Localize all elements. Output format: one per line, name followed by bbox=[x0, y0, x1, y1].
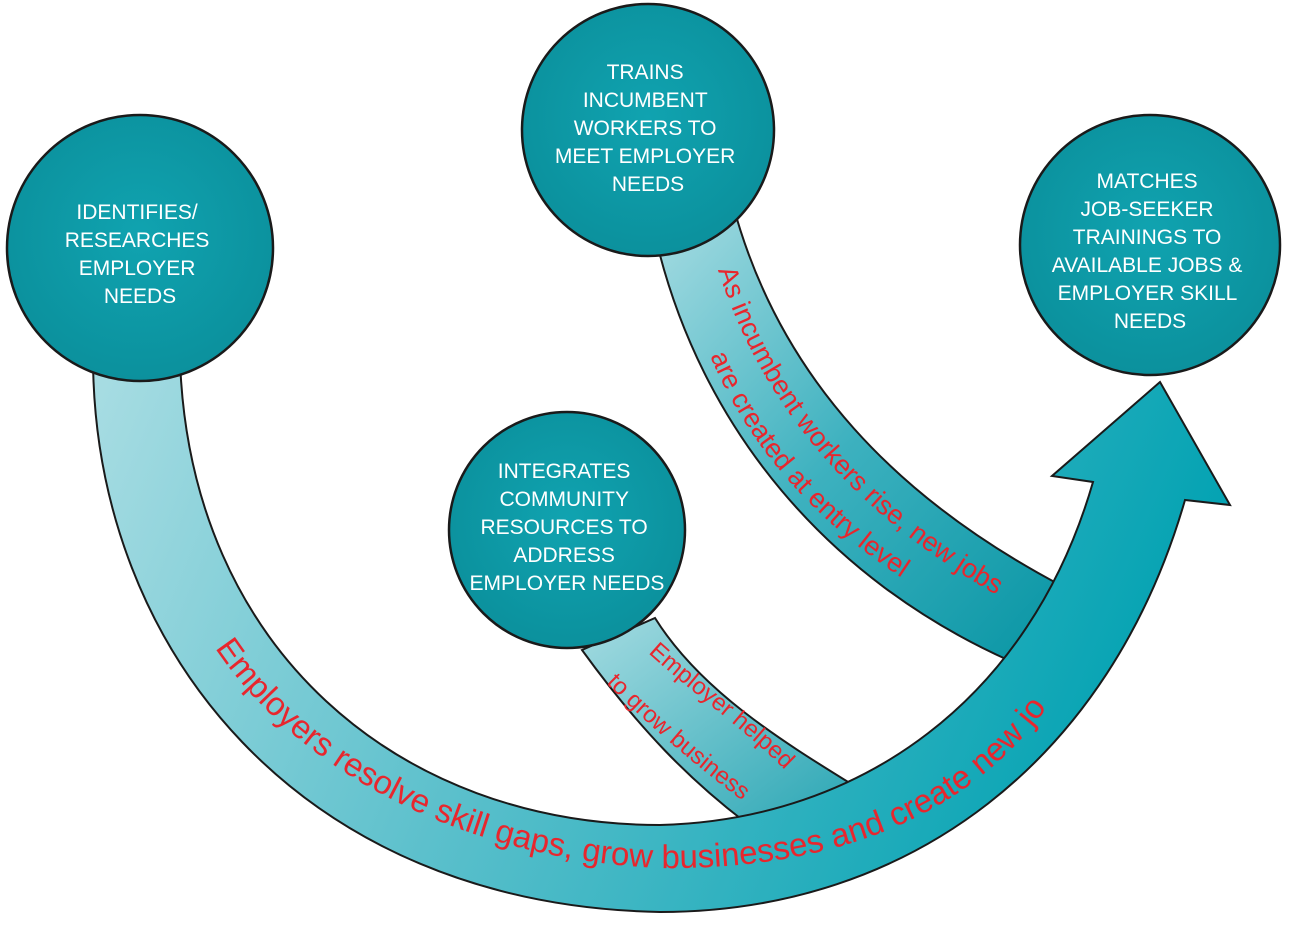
node-trains-line-5: NEEDS bbox=[612, 173, 684, 196]
node-matches-line-4: AVAILABLE JOBS & bbox=[1052, 254, 1243, 277]
node-matches-job-seeker: MATCHES JOB-SEEKER TRAININGS TO AVAILABL… bbox=[1018, 113, 1282, 377]
node-identifies-text: IDENTIFIES/ RESEARCHES EMPLOYER NEEDS bbox=[65, 201, 216, 308]
node-trains-line-4: MEET EMPLOYER bbox=[555, 145, 736, 168]
node-integrates-line-3: RESOURCES TO bbox=[480, 516, 647, 539]
node-identifies-line-2: RESEARCHES bbox=[65, 229, 210, 252]
node-identifies-line-4: NEEDS bbox=[104, 285, 176, 308]
node-matches-text: MATCHES JOB-SEEKER TRAININGS TO AVAILABL… bbox=[1052, 170, 1248, 333]
node-trains-line-1: TRAINS bbox=[607, 61, 684, 84]
node-integrates-line-2: COMMUNITY bbox=[500, 488, 629, 511]
employer-flow-band bbox=[580, 616, 856, 824]
node-matches-line-1: MATCHES bbox=[1097, 170, 1198, 193]
node-trains-line-3: WORKERS TO bbox=[574, 117, 717, 140]
main-flow-arrow bbox=[91, 359, 1232, 914]
node-integrates-line-5: EMPLOYER NEEDS bbox=[470, 572, 665, 595]
node-integrates-line-4: ADDRESS bbox=[513, 544, 615, 567]
node-integrates-community: INTEGRATES COMMUNITY RESOURCES TO ADDRES… bbox=[447, 410, 687, 650]
node-trains-incumbent: TRAINS INCUMBENT WORKERS TO MEET EMPLOYE… bbox=[520, 2, 776, 258]
node-trains-text: TRAINS INCUMBENT WORKERS TO MEET EMPLOYE… bbox=[555, 61, 741, 196]
node-matches-line-2: JOB-SEEKER bbox=[1081, 198, 1214, 221]
node-identifies-line-1: IDENTIFIES/ bbox=[76, 201, 198, 224]
node-matches-line-3: TRAININGS TO bbox=[1073, 226, 1222, 249]
node-integrates-line-1: INTEGRATES bbox=[498, 460, 631, 483]
node-identifies-researches: IDENTIFIES/ RESEARCHES EMPLOYER NEEDS bbox=[5, 113, 275, 383]
node-matches-line-5: EMPLOYER SKILL bbox=[1058, 282, 1237, 305]
node-identifies-line-3: EMPLOYER bbox=[79, 257, 196, 280]
node-trains-line-2: INCUMBENT bbox=[583, 89, 708, 112]
node-integrates-text: INTEGRATES COMMUNITY RESOURCES TO ADDRES… bbox=[470, 460, 665, 595]
node-matches-line-6: NEEDS bbox=[1114, 310, 1186, 333]
